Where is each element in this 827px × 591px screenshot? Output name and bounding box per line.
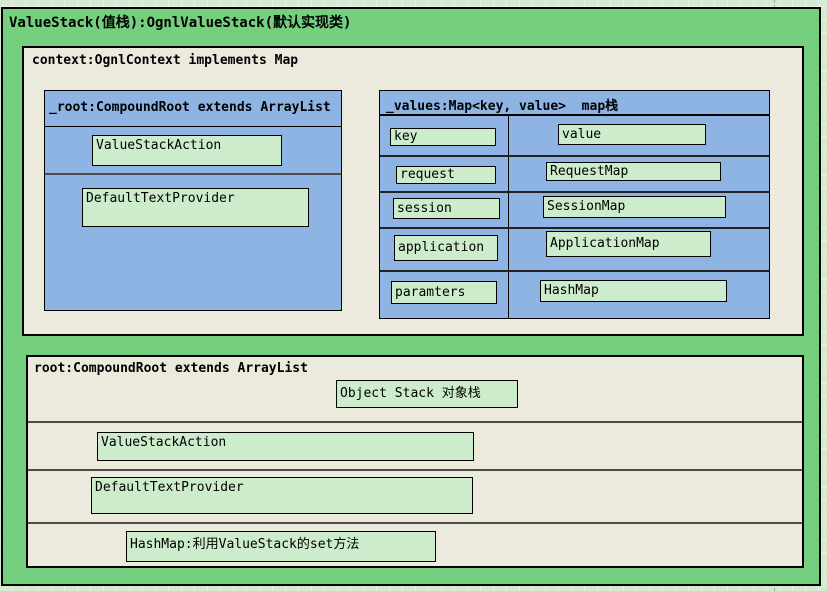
value-header-chip: value xyxy=(558,124,706,145)
object-stack-chip: Object Stack 对象栈 xyxy=(336,380,518,408)
sessionmap-value-chip: SessionMap xyxy=(543,196,726,218)
root-box-title-separator xyxy=(45,126,341,127)
values-box-column-divider xyxy=(508,115,509,318)
valuestackaction-chip: ValueStackAction xyxy=(92,135,282,166)
values-row-separator xyxy=(380,227,769,229)
valuestack-outer-container: ValueStack(值栈):OgnlValueStack(默认实现类) con… xyxy=(1,7,821,586)
hashmap-set-method-chip: HashMap:利用ValueStack的set方法 xyxy=(126,531,436,562)
values-row-separator xyxy=(380,191,769,193)
context-panel-title: context:OgnlContext implements Map xyxy=(32,53,299,68)
root-compoundroot-box: _root:CompoundRoot extends ArrayList Val… xyxy=(44,90,342,311)
key-header-chip: key xyxy=(390,128,496,146)
defaulttextprovider-bottom-chip: DefaultTextProvider xyxy=(91,477,473,514)
application-key-chip: application xyxy=(394,235,498,261)
session-key-chip: session xyxy=(393,198,500,219)
hashmap-value-chip: HashMap xyxy=(540,280,727,302)
bottom-panel-title: root:CompoundRoot extends ArrayList xyxy=(34,361,308,376)
values-row-separator xyxy=(380,270,769,272)
values-row-separator xyxy=(380,155,769,157)
valuestackaction-bottom-chip: ValueStackAction xyxy=(97,432,474,461)
applicationmap-value-chip: ApplicationMap xyxy=(546,231,711,257)
bottom-root-panel: root:CompoundRoot extends ArrayList Obje… xyxy=(26,355,804,568)
root-box-title: _root:CompoundRoot extends ArrayList xyxy=(49,100,331,115)
bottom-panel-separator xyxy=(28,522,802,524)
bottom-panel-separator xyxy=(28,469,802,471)
request-key-chip: request xyxy=(396,166,496,184)
bottom-panel-separator xyxy=(28,421,802,423)
context-panel: context:OgnlContext implements Map _root… xyxy=(22,46,804,336)
values-map-box: _values:Map<key, value> map栈 key value r… xyxy=(379,90,770,319)
paramters-key-chip: paramters xyxy=(391,281,497,304)
requestmap-value-chip: RequestMap xyxy=(546,162,721,181)
values-box-title-separator xyxy=(380,114,769,116)
defaulttextprovider-chip: DefaultTextProvider xyxy=(82,188,309,227)
values-box-title: _values:Map<key, value> map栈 xyxy=(386,99,619,114)
root-box-section-separator xyxy=(45,173,341,175)
diagram-title: ValueStack(值栈):OgnlValueStack(默认实现类) xyxy=(9,15,352,31)
